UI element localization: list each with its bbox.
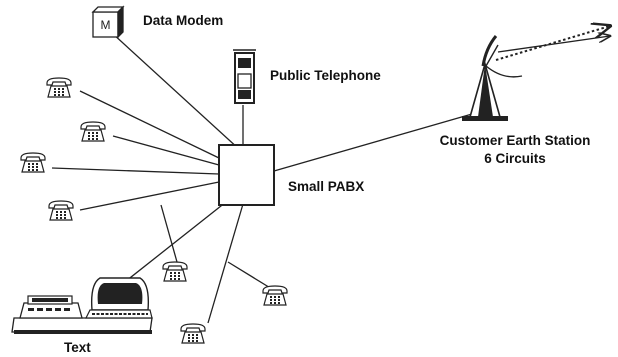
pabx-box: [218, 144, 275, 206]
pabx-label: Small PABX: [288, 179, 364, 194]
telephone-icon: [46, 77, 72, 98]
telephone-icon: [20, 152, 46, 173]
public-telephone-icon: [233, 49, 256, 104]
connection-lines: [51, 32, 473, 324]
text-terminal-label: Text: [64, 340, 91, 355]
telephone-icon: [80, 121, 106, 142]
radio-link: [495, 26, 610, 61]
telephone-icon: [262, 285, 288, 306]
telephone-icon: [162, 261, 188, 282]
telephone-icon: [48, 200, 74, 221]
data-modem-label: Data Modem: [143, 13, 223, 28]
earth-station-label: Customer Earth Station: [440, 133, 591, 148]
modem-letter: M: [101, 18, 111, 32]
text-terminal-icon: [11, 277, 153, 334]
earth-station-circuits-label: 6 Circuits: [484, 151, 546, 166]
satellite-dish-icon: [462, 35, 523, 121]
public-telephone-label: Public Telephone: [270, 68, 381, 83]
modem-icon: M: [91, 5, 125, 39]
telephone-icon: [180, 323, 206, 344]
